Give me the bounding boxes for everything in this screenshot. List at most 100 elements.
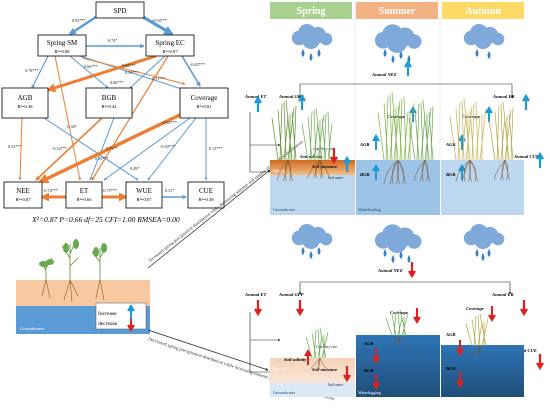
lower-coverage-autumn-down-icon bbox=[488, 306, 496, 322]
legend-decrease: decrease bbox=[98, 321, 118, 327]
lower-bgb-summer: BGB bbox=[363, 368, 373, 373]
lower-autumn-water bbox=[441, 345, 524, 397]
raindrop-icon bbox=[399, 251, 403, 259]
lower-coverage-autumn: Coverage bbox=[466, 306, 484, 311]
svg-text:R²=0.87: R²=0.87 bbox=[15, 197, 31, 202]
svg-text:ET: ET bbox=[80, 187, 89, 195]
lbl-sm-agb: 0.78*** bbox=[25, 68, 39, 73]
rain-clouds bbox=[291, 24, 505, 263]
svg-text:CUE: CUE bbox=[199, 187, 213, 195]
path-sm-agb bbox=[31, 55, 49, 89]
lbl-ec-cov: -0.45*** bbox=[190, 62, 205, 67]
lbl-bgb-nee: -0.52*** bbox=[52, 146, 67, 151]
upper-annual-nee: Annual NEE bbox=[371, 72, 397, 77]
lower-annual-nee: Annual NEE bbox=[377, 268, 403, 273]
cloud-icon bbox=[291, 24, 333, 61]
raindrop-icon bbox=[309, 53, 313, 61]
svg-text:WUE: WUE bbox=[136, 187, 152, 195]
lower-soil-moisture: Soil moisture bbox=[312, 367, 337, 372]
sem-nodes: SPD Spring SM R²=0.88 Spring EC R²=0.87 … bbox=[1, 1, 229, 209]
upper-wet-soil: Wet soil bbox=[273, 168, 287, 173]
lbl-ec-bgb: 0.51*** bbox=[152, 76, 166, 81]
raindrop-icon bbox=[317, 247, 321, 255]
raindrop-icon bbox=[487, 51, 491, 59]
svg-text:SPD: SPD bbox=[114, 7, 127, 15]
lbl-bgb-et: 0.59*** bbox=[95, 156, 109, 161]
node-spring-sm: Spring SM R²=0.88 bbox=[37, 34, 87, 57]
upper-autumn-water bbox=[441, 160, 524, 215]
upper-summer-water bbox=[356, 160, 440, 215]
lower-scenario: Annual NEE Annual ET Annual GPP Annual E… bbox=[244, 262, 544, 397]
node-agb: AGB R²=0.48 bbox=[1, 87, 49, 119]
legend-increase: Increase bbox=[98, 311, 117, 317]
svg-text:Autumn: Autumn bbox=[465, 6, 501, 17]
path-sm-et bbox=[54, 55, 81, 181]
svg-text:NEE: NEE bbox=[16, 187, 30, 195]
upper-groundwater: Groundwater bbox=[273, 207, 296, 212]
svg-text:AGB: AGB bbox=[18, 94, 33, 102]
svg-text:Summer: Summer bbox=[379, 6, 416, 17]
node-spd: SPD bbox=[95, 1, 145, 19]
legend-box: Increase decrease bbox=[95, 302, 147, 332]
path-spd-sm bbox=[68, 15, 97, 36]
lower-annual-gpp: Annual GPP bbox=[278, 292, 304, 297]
path-ec-agb bbox=[46, 54, 157, 93]
lbl-spd-sm: 0.93*** bbox=[72, 18, 86, 23]
path-bgb-nee bbox=[35, 117, 103, 181]
lower-waterlogging: Waterlogging bbox=[358, 390, 382, 395]
model-fit-statistics: X²=0.87 P=0.66 df=25 CFI=1.00 RMSEA=0.00 bbox=[31, 215, 180, 224]
cloud-icon bbox=[463, 24, 505, 59]
svg-text:Spring SM: Spring SM bbox=[47, 39, 78, 47]
lbl-cov-nee: -0.65*** bbox=[162, 120, 177, 125]
svg-text:R²=0.67: R²=0.67 bbox=[136, 197, 152, 202]
svg-text:R²=0.44: R²=0.44 bbox=[101, 104, 117, 109]
lower-agb-autumn: AGB bbox=[445, 332, 455, 337]
lbl-nee-et: -0.74*** bbox=[43, 188, 58, 193]
lbl-sm-wue: -0.38* bbox=[66, 124, 77, 129]
svg-text:R²=0.81: R²=0.81 bbox=[196, 104, 212, 109]
grass-clump bbox=[271, 99, 297, 161]
lower-nee-down-icon bbox=[408, 262, 416, 279]
root-clump bbox=[470, 345, 487, 358]
connector-lower bbox=[147, 329, 269, 371]
cloud-icon bbox=[463, 224, 505, 261]
path-cov-nee bbox=[38, 110, 187, 184]
svg-text:Spring: Spring bbox=[297, 6, 326, 17]
root-clump bbox=[276, 159, 293, 182]
svg-text:Spring EC: Spring EC bbox=[155, 39, 185, 47]
lower-cue-down-icon bbox=[536, 354, 544, 371]
node-spring-ec: Spring EC R²=0.87 bbox=[145, 34, 195, 57]
lower-moisture-down-icon bbox=[343, 366, 351, 383]
path-cov-wue bbox=[147, 117, 197, 181]
lbl-sm-cov-a: 0.69*** bbox=[122, 63, 136, 68]
lbl-spd-ec: -0.94*** bbox=[152, 18, 167, 23]
upper-annual-cue: Annual CUE bbox=[513, 154, 539, 159]
upper-spring-groundwater bbox=[270, 175, 355, 215]
root-clump bbox=[307, 159, 330, 179]
raindrop-icon bbox=[309, 251, 313, 259]
cloud-icon bbox=[374, 224, 422, 263]
upper-agb-summer-up-icon bbox=[372, 134, 380, 150]
path-spd-ec bbox=[142, 15, 174, 36]
path-agb-nee bbox=[18, 117, 23, 181]
upper-agb-autumn: AGB bbox=[445, 142, 455, 147]
raindrop-icon bbox=[407, 255, 411, 263]
upper-salinity-down-icon bbox=[330, 148, 338, 165]
svg-text:R²=0.87: R²=0.87 bbox=[162, 49, 178, 54]
baseline-schematic: Groundwater Increase decrease bbox=[16, 239, 150, 334]
grass-clump bbox=[301, 107, 333, 161]
svg-text:R²=0.88: R²=0.88 bbox=[54, 49, 70, 54]
lower-spring-soil bbox=[270, 358, 355, 383]
lower-salinity-icon bbox=[304, 349, 312, 365]
cloud-icon bbox=[374, 24, 422, 63]
grass-clump bbox=[408, 99, 434, 161]
lower-bgb-autumn: BGB bbox=[445, 366, 455, 371]
svg-text:Coverage: Coverage bbox=[191, 94, 218, 102]
path-ec-cov bbox=[181, 55, 201, 87]
season-header-autumn bbox=[442, 2, 524, 19]
lower-spring-groundwater bbox=[270, 383, 355, 397]
lbl-sm-bgb: 0.66*** bbox=[84, 64, 98, 69]
grass-clump bbox=[488, 101, 514, 161]
raindrop-icon bbox=[475, 249, 479, 257]
path-sm-cov-b bbox=[81, 57, 186, 85]
